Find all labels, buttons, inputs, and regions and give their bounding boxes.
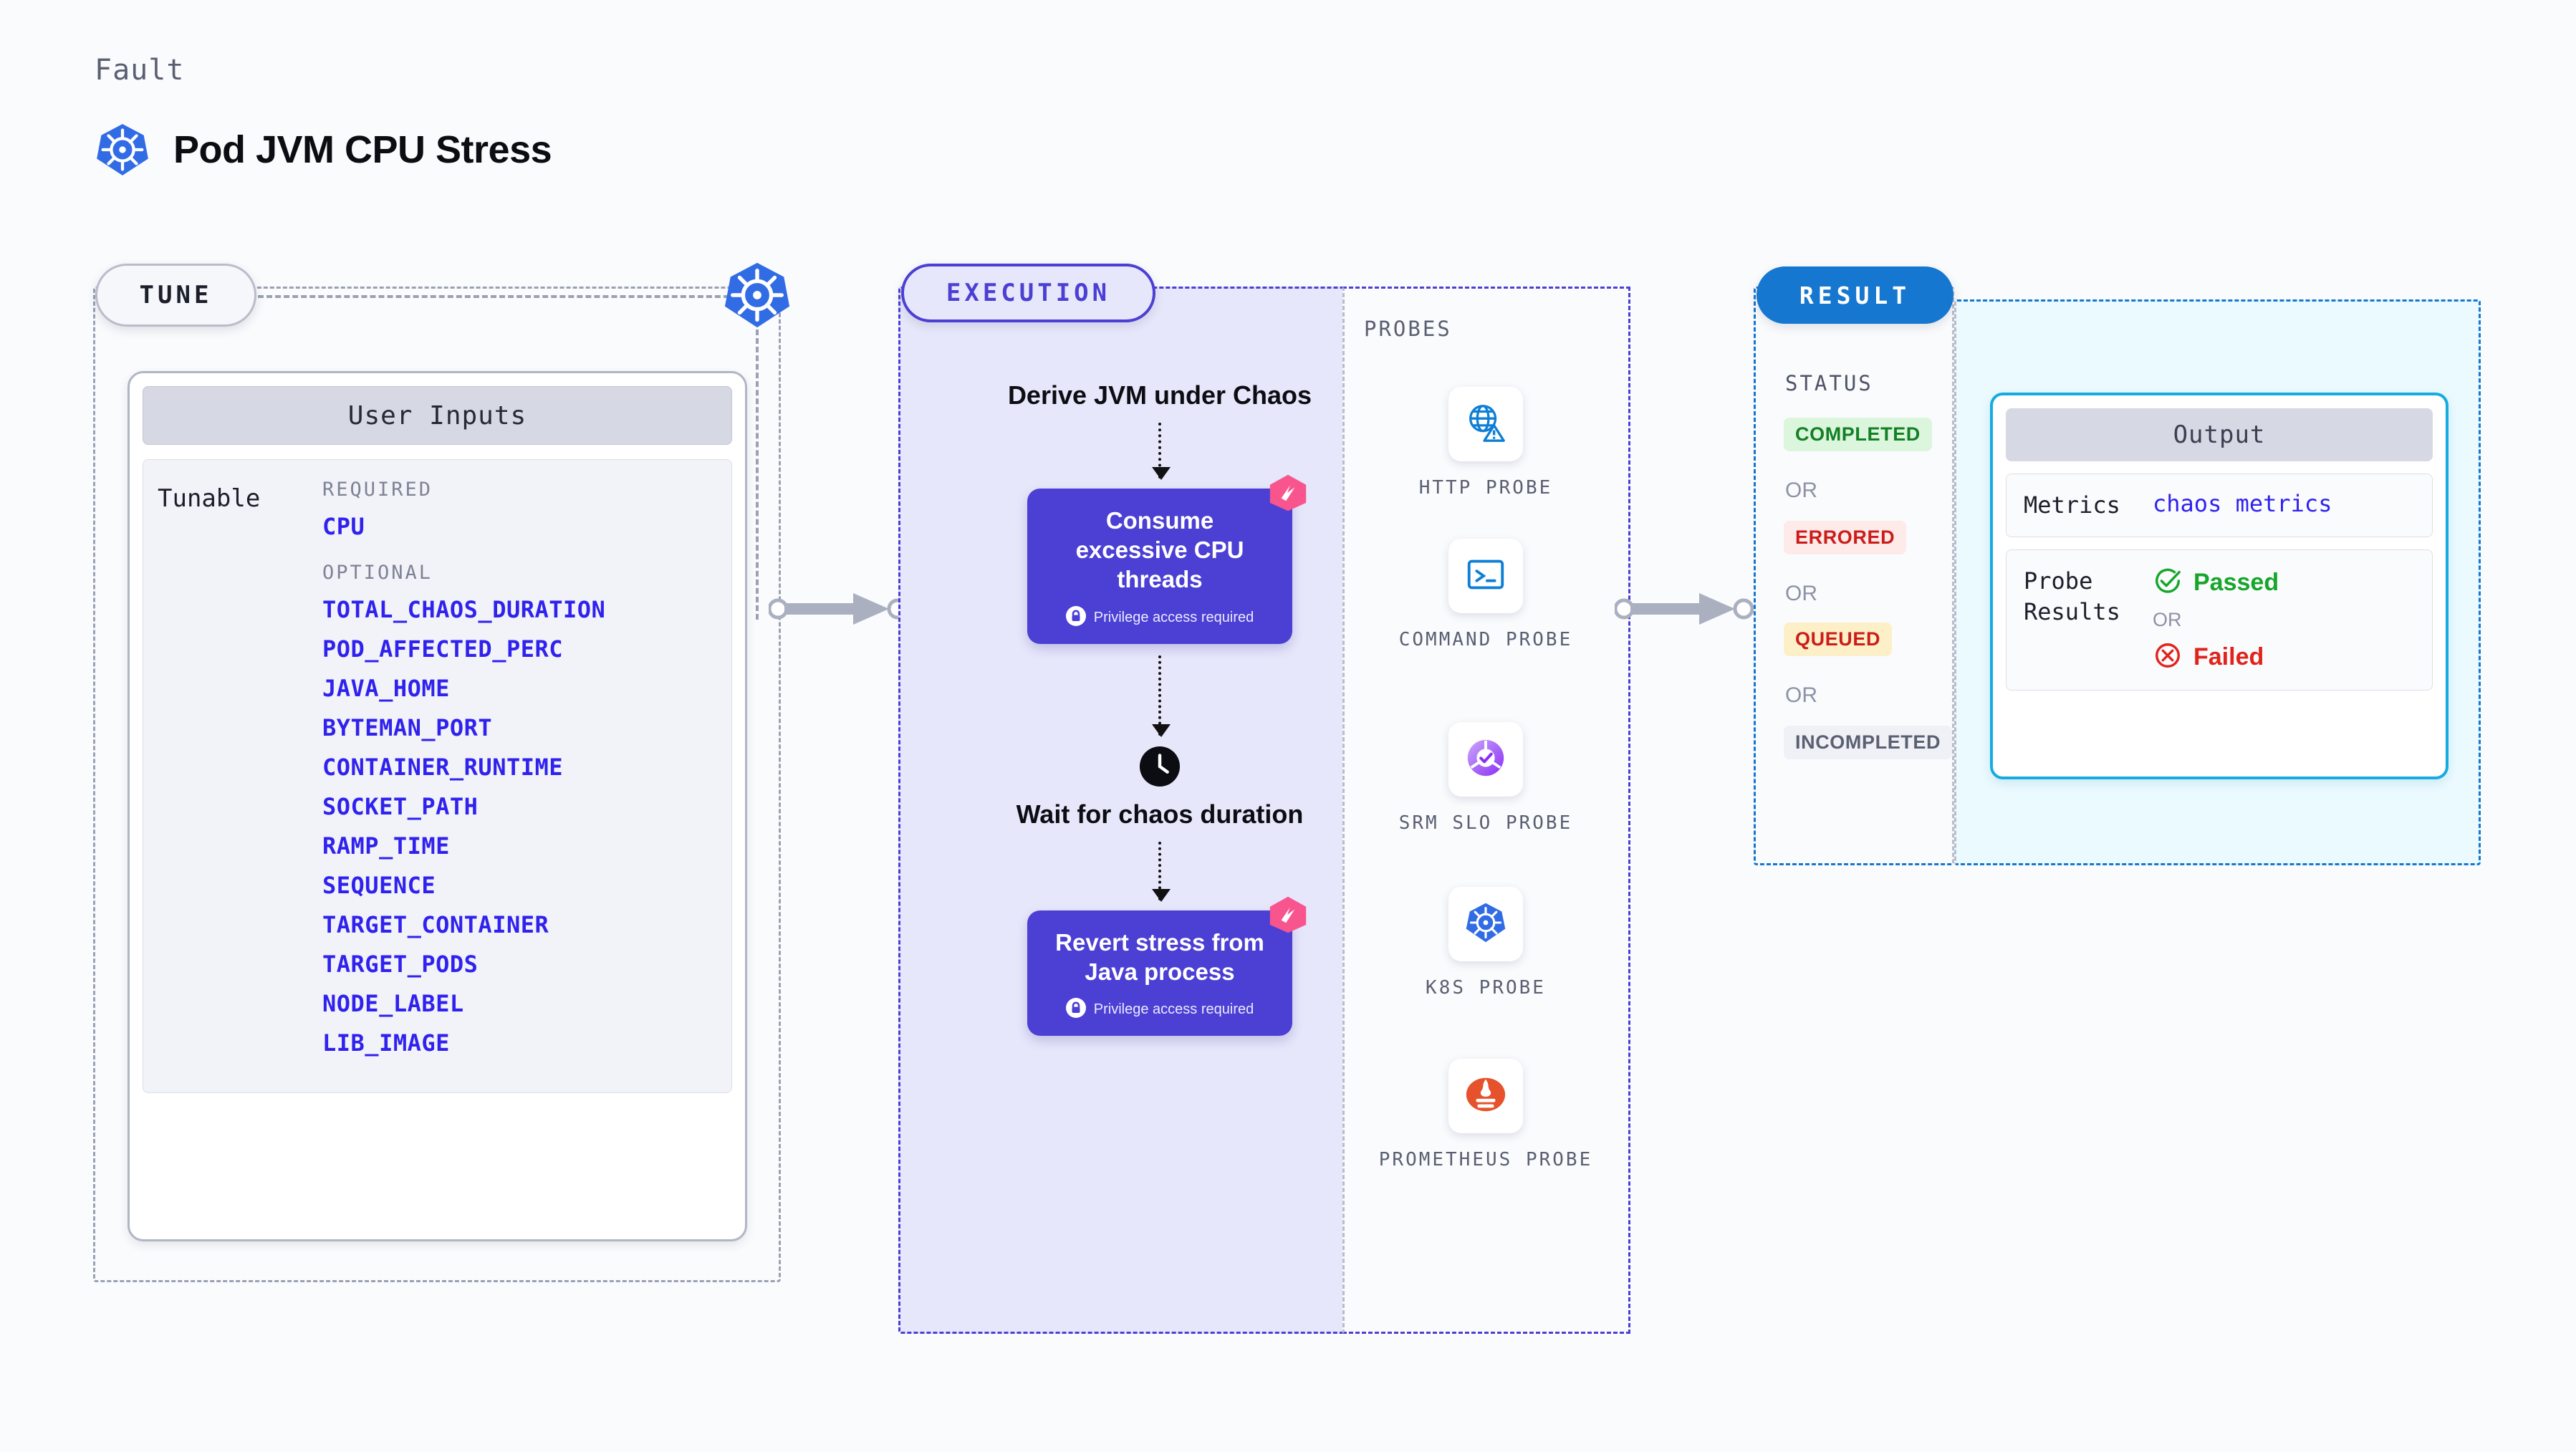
probe-tile [1448, 539, 1523, 613]
step-card-label: Consume excessive CPU threads [1075, 506, 1244, 593]
litmus-badge-icon [1268, 895, 1308, 938]
result-stage-pill[interactable]: RESULT [1756, 266, 1953, 324]
execution-to-result-arrow [1613, 587, 1758, 634]
probe-item-k8s[interactable]: K8S PROBE [1378, 887, 1593, 1001]
param-item[interactable]: SOCKET_PATH [322, 793, 479, 820]
probe-item-prometheus[interactable]: PROMETHEUS PROBE [1378, 1059, 1593, 1173]
flow-arrow-1 [1152, 422, 1171, 480]
litmus-badge-icon [1268, 473, 1308, 516]
tune-kubernetes-icon [722, 260, 792, 334]
probe-tile [1448, 722, 1523, 797]
param-item[interactable]: TOTAL_CHAOS_DURATION [322, 596, 606, 623]
probe-item-http[interactable]: HTTP PROBE [1378, 387, 1593, 501]
probe-label: COMMAND PROBE [1398, 629, 1573, 650]
page-title-row: Pod JVM CPU Stress [95, 122, 552, 178]
kubernetes-icon [95, 122, 150, 178]
optional-group-label: OPTIONAL [322, 562, 433, 584]
param-item[interactable]: TARGET_PODS [322, 951, 479, 978]
status-or-2: OR [1785, 582, 1817, 605]
execution-panel: PROBES Derive JVM under Chaos Consume ex… [898, 287, 1630, 1334]
param-item[interactable]: SEQUENCE [322, 872, 436, 899]
kubernetes-icon [1464, 900, 1508, 948]
output-card: Output Metrics chaos metrics Probe Resul… [1990, 393, 2448, 779]
probe-tile [1448, 387, 1523, 461]
execution-step-card[interactable]: Consume excessive CPU threads Privilege … [1027, 474, 1307, 644]
terminal-icon [1464, 552, 1508, 600]
tune-vertical-connector [756, 330, 759, 620]
probe-tile [1448, 1059, 1523, 1133]
output-card-header: Output [2006, 408, 2433, 461]
user-inputs-card: User Inputs Tunable REQUIRED CPU OPTIONA… [128, 371, 747, 1241]
globe-warning-icon [1464, 400, 1508, 448]
passed-label: Passed [2193, 569, 2279, 597]
param-item[interactable]: LIB_IMAGE [322, 1029, 450, 1057]
param-item[interactable]: BYTEMAN_PORT [322, 714, 493, 741]
privilege-text: Privilege access required [1093, 609, 1254, 625]
status-or-3: OR [1785, 683, 1817, 707]
failed-label: Failed [2193, 643, 2264, 671]
status-badge-incompleted: INCOMPLETED [1784, 726, 1953, 759]
user-inputs-header: User Inputs [143, 386, 732, 445]
result-panel-border [1754, 287, 1954, 865]
page-title: Pod JVM CPU Stress [173, 128, 552, 171]
status-badge-completed: COMPLETED [1784, 418, 1932, 451]
metrics-key: Metrics [2024, 491, 2120, 519]
required-group-label: REQUIRED [322, 479, 433, 501]
execution-flow: Derive JVM under Chaos Consume excessive… [984, 380, 1335, 1037]
privilege-row: Privilege access required [1049, 605, 1271, 630]
param-item[interactable]: RAMP_TIME [322, 832, 450, 860]
probe-item-command[interactable]: COMMAND PROBE [1378, 539, 1593, 653]
probe-label: SRM SLO PROBE [1398, 812, 1573, 834]
tune-panel: User Inputs Tunable REQUIRED CPU OPTIONA… [93, 287, 781, 1282]
tunable-list: Tunable REQUIRED CPU OPTIONAL TOTAL_CHAO… [143, 459, 732, 1093]
flow-step-title: Derive JVM under Chaos [1007, 380, 1312, 410]
probe-results-values: Passed OR Failed [2153, 566, 2279, 674]
param-item[interactable]: POD_AFFECTED_PERC [322, 635, 564, 663]
status-badge-errored: ERRORED [1784, 521, 1907, 554]
clock-icon [1139, 746, 1181, 787]
probe-results-key: Probe Results [2024, 567, 2120, 626]
metrics-value[interactable]: chaos metrics [2153, 490, 2332, 517]
execution-step-card[interactable]: Revert stress from Java process Privileg… [1027, 896, 1307, 1037]
status-or-1: OR [1785, 479, 1817, 502]
probe-result-failed: Failed [2153, 640, 2279, 674]
param-item[interactable]: CONTAINER_RUNTIME [322, 754, 564, 781]
probe-item-srm-slo[interactable]: SRM SLO PROBE [1378, 722, 1593, 836]
privilege-row: Privilege access required [1049, 998, 1271, 1021]
fault-eyebrow-label: Fault [95, 54, 185, 87]
privilege-text: Privilege access required [1093, 1001, 1254, 1018]
flow-step-title: Wait for chaos duration [1016, 799, 1304, 829]
tune-to-execution-arrow [767, 587, 912, 634]
tunable-label: Tunable [158, 484, 261, 513]
metrics-row: Metrics chaos metrics [2006, 473, 2433, 538]
param-item[interactable]: CPU [322, 513, 365, 540]
status-label: STATUS [1785, 371, 1873, 395]
param-item[interactable]: TARGET_CONTAINER [322, 911, 549, 938]
probes-section-label: PROBES [1364, 317, 1452, 341]
probe-result-or: OR [2153, 609, 2182, 631]
tune-stage-pill[interactable]: TUNE [95, 264, 256, 327]
param-column: REQUIRED CPU OPTIONAL TOTAL_CHAOS_DURATI… [322, 479, 717, 1071]
probe-label: K8S PROBE [1426, 977, 1546, 999]
execution-stage-pill[interactable]: EXECUTION [901, 264, 1155, 322]
x-circle-icon [2153, 640, 2183, 674]
flow-arrow-3 [1152, 841, 1171, 902]
probe-tile [1448, 887, 1523, 961]
probe-result-passed: Passed [2153, 566, 2279, 600]
probe-label: HTTP PROBE [1418, 477, 1553, 499]
probe-label: PROMETHEUS PROBE [1378, 1149, 1593, 1170]
result-panel [1754, 287, 1954, 865]
prometheus-flame-icon [1464, 1072, 1508, 1120]
step-card-label: Revert stress from Java process [1055, 928, 1264, 985]
probe-results-row: Probe Results Passed OR [2006, 549, 2433, 691]
tune-connector-line [258, 295, 738, 298]
lock-icon [1065, 998, 1086, 1021]
param-item[interactable]: NODE_LABEL [322, 990, 464, 1017]
flow-arrow-2 [1152, 655, 1171, 737]
status-badge-queued: QUEUED [1784, 622, 1893, 656]
slo-gauge-check-icon [1464, 736, 1508, 784]
check-circle-icon [2153, 566, 2183, 600]
lock-icon [1065, 605, 1086, 630]
param-item[interactable]: JAVA_HOME [322, 675, 450, 702]
